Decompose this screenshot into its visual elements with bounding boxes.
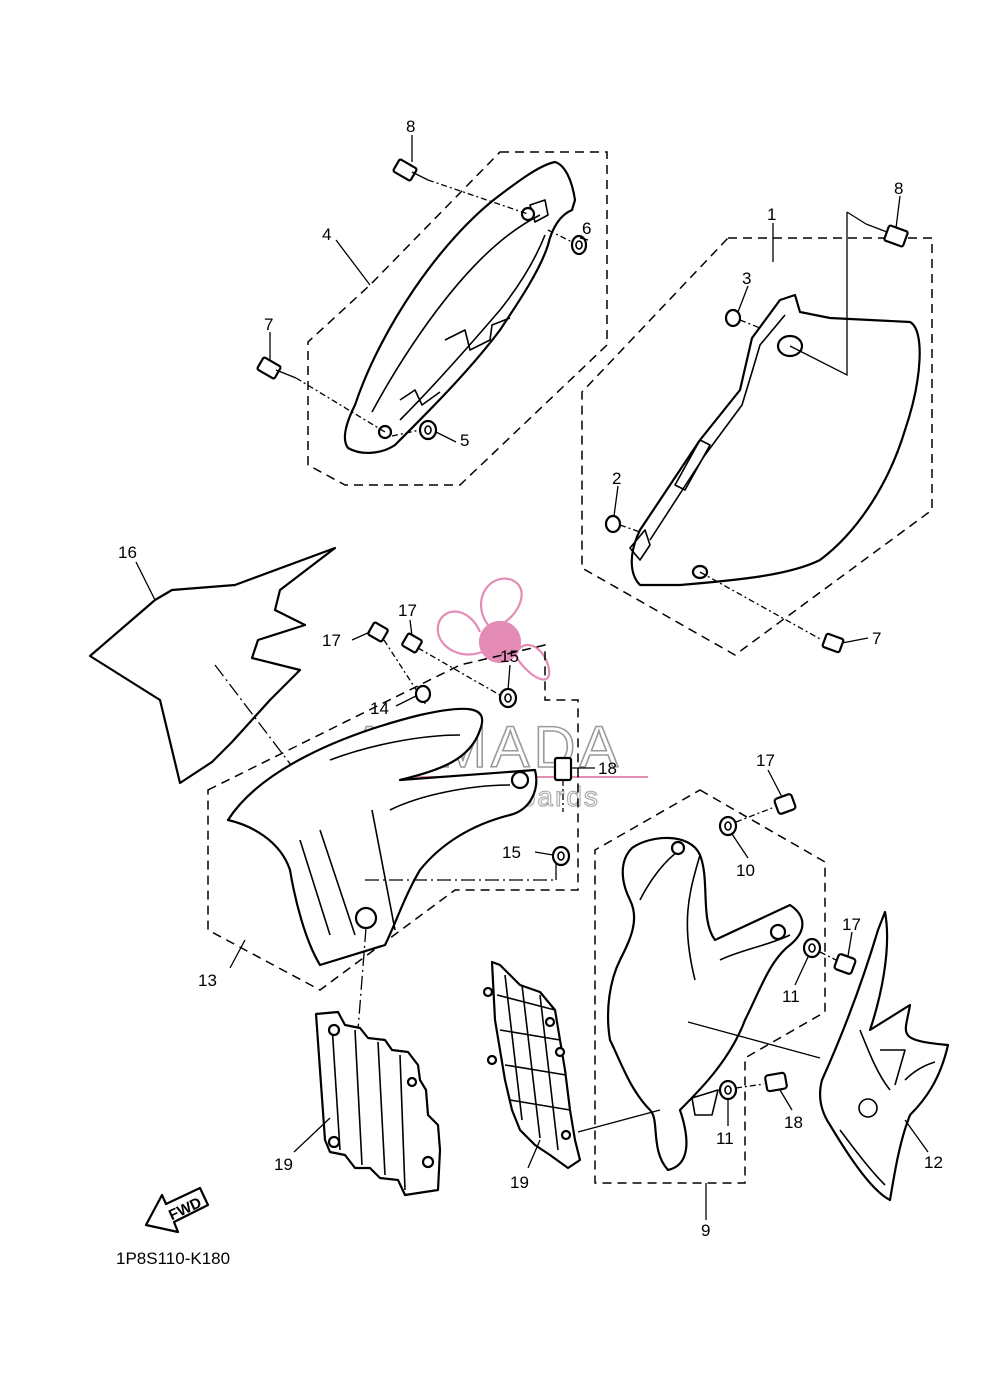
callout-3: 3 [742,269,751,288]
callout-8-upper-right: 8 [894,179,903,198]
callout-14: 14 [370,699,389,718]
grommet-14 [414,684,432,704]
bolt-7-left [256,356,386,433]
callout-12: 12 [924,1153,943,1172]
bolt-17-center-a [367,621,427,706]
callout-11-upper: 11 [782,987,800,1006]
bolt-17-center-b [401,632,506,699]
part-4-side-cover [307,151,608,486]
washer-11-upper [802,937,837,961]
leader-lines [135,135,929,1220]
callout-2: 2 [612,469,621,488]
bolt-8-upper-left [392,158,529,215]
part-19-radiator-guard-right [482,960,661,1170]
bolt-17-right-b [833,953,857,975]
callout-13: 13 [198,971,217,990]
grommet-3 [724,308,761,329]
callout-17-center-top: 17 [398,601,417,620]
grommet-2 [604,514,641,534]
callout-17-right-mid: 17 [842,915,861,934]
bolt-17-right-a [773,793,797,815]
callout-15-upper: 15 [500,647,519,666]
bolt-8-upper-right [846,211,909,248]
part-1-side-panel [581,212,933,656]
washer-10 [718,807,773,837]
callout-18-lower: 18 [784,1113,803,1132]
washer-6 [547,229,588,256]
bolt-18-center [553,756,573,812]
grommet-15-upper [498,687,518,709]
grommet-15-lower [551,845,571,867]
fwd-arrow-icon: FWD [144,1186,210,1234]
callout-7-left: 7 [264,315,273,334]
callout-10: 10 [736,861,755,880]
washer-11-lower [718,1079,765,1101]
callout-15-lower: 15 [502,843,521,862]
callout-1: 1 [767,205,776,224]
propeller-icon [436,577,551,681]
callout-17-center-left: 17 [322,631,341,650]
callout-9: 9 [701,1221,710,1240]
callout-6: 6 [582,219,591,238]
callout-8-upper-left: 8 [406,117,415,136]
bolt-7-right [699,571,845,654]
callout-16: 16 [118,543,137,562]
part-16-decal [88,546,337,824]
callout-7-right: 7 [872,629,881,648]
callout-labels: 8 4 6 7 5 1 8 3 2 7 16 17 17 15 14 18 15… [118,117,943,1240]
bolt-18-lower [764,1071,788,1093]
callout-4: 4 [322,225,331,244]
callout-18-center: 18 [598,759,617,778]
callout-5: 5 [460,431,469,450]
part-13-radiator-cover [207,644,579,1031]
part-9-shroud [594,789,826,1184]
callout-19-left: 19 [274,1155,293,1174]
callout-17-right-top: 17 [756,751,775,770]
reference-code: 1P8S110-K180 [116,1249,230,1268]
callout-19-right: 19 [510,1173,529,1192]
callout-11-lower: 11 [716,1129,734,1148]
part-12-shroud-decal [819,910,950,1202]
part-19-radiator-guard-left [314,1010,442,1197]
washer-5 [391,419,438,441]
